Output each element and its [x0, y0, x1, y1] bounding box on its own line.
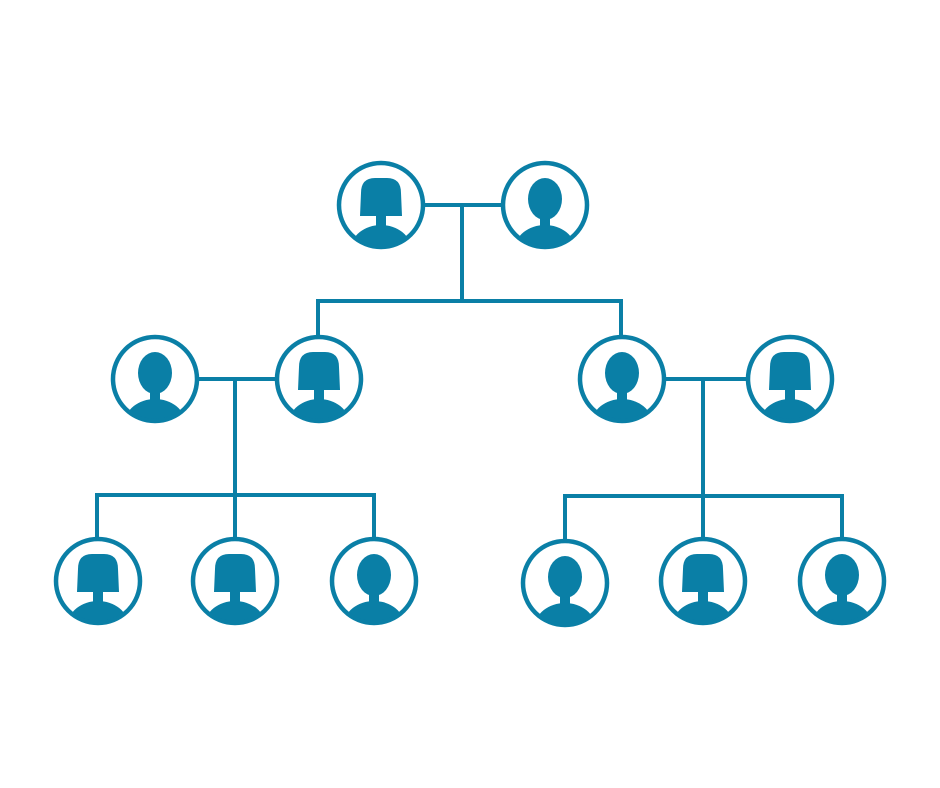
family-member-node: [190, 536, 280, 626]
family-member-node: [520, 538, 610, 628]
female-person-icon: [673, 554, 733, 623]
female-person-icon: [760, 352, 820, 421]
family-member-node: [500, 160, 590, 250]
family-member-node: [274, 334, 364, 424]
connector-lines: [95, 203, 844, 541]
family-member-node: [658, 536, 748, 626]
male-person-icon: [515, 178, 575, 247]
family-member-node: [336, 160, 426, 250]
male-person-icon: [535, 556, 595, 625]
family-member-node: [577, 334, 667, 424]
family-member-node: [329, 536, 419, 626]
female-person-icon: [351, 178, 411, 247]
male-person-icon: [592, 352, 652, 421]
family-member-node: [745, 334, 835, 424]
family-member-node: [797, 536, 887, 626]
female-person-icon: [289, 352, 349, 421]
male-person-icon: [344, 554, 404, 623]
female-person-icon: [68, 554, 128, 623]
family-member-node: [53, 536, 143, 626]
family-member-node: [110, 334, 200, 424]
male-person-icon: [812, 554, 872, 623]
female-person-icon: [205, 554, 265, 623]
male-person-icon: [125, 352, 185, 421]
